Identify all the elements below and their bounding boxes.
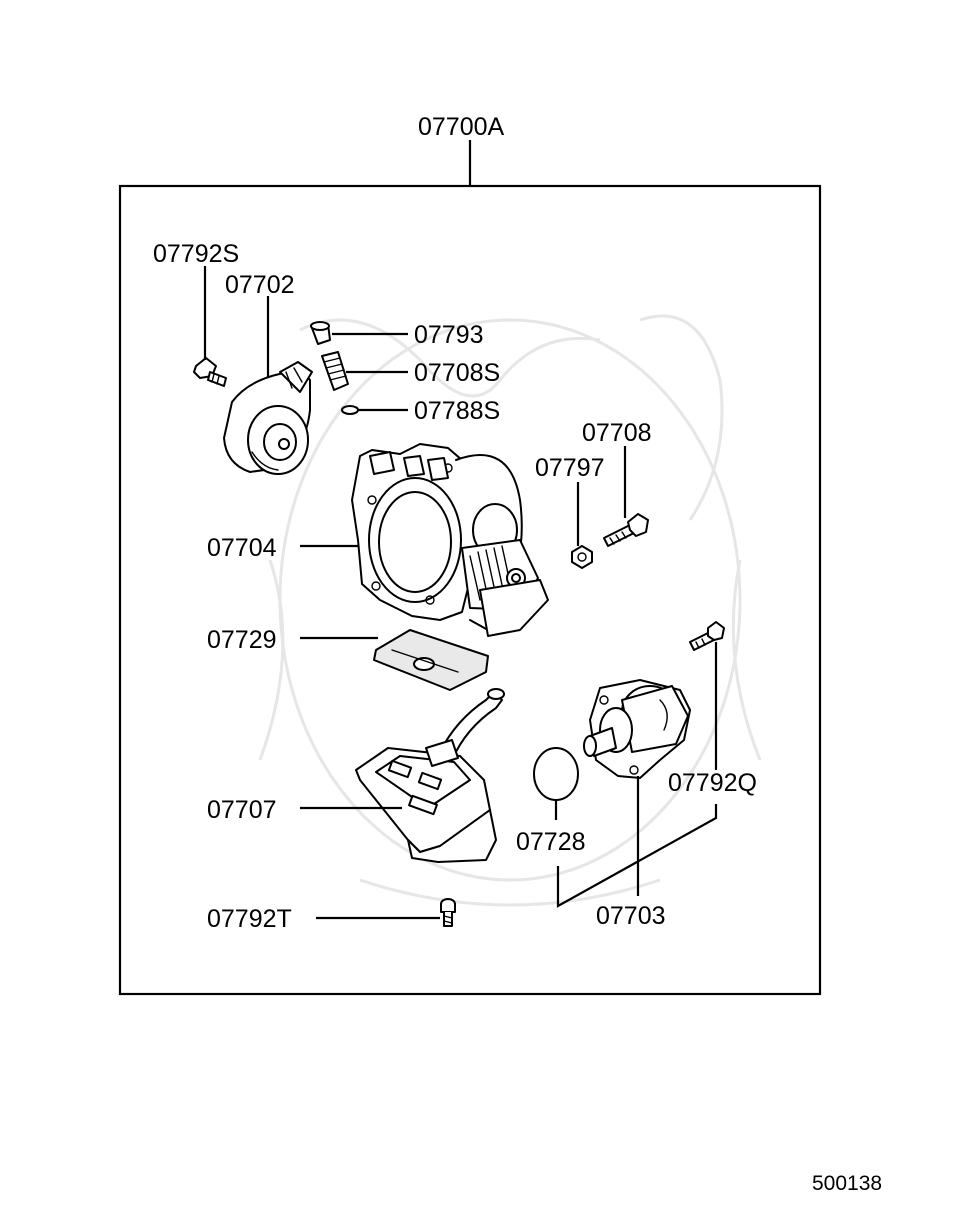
idle-control-motor-07703-drawing (583, 679, 691, 779)
part-07707-label[interactable]: 07707 (207, 796, 277, 824)
part-07792T-label[interactable]: 07792T (207, 905, 292, 933)
part-07704-label[interactable]: 07704 (207, 534, 277, 562)
part-07792Q-label[interactable]: 07792Q (668, 769, 757, 797)
throttle-body-07704-drawing (351, 443, 549, 637)
cap-07793-drawing (310, 321, 331, 345)
throttle-sensor-07702-drawing (223, 361, 313, 475)
part-07708-label[interactable]: 07708 (582, 419, 652, 447)
group-bracket (556, 804, 718, 908)
part-07728-label[interactable]: 07728 (516, 828, 586, 856)
watermark (258, 314, 762, 907)
part-07729-label[interactable]: 07729 (207, 626, 277, 654)
part-07797-label[interactable]: 07797 (535, 454, 605, 482)
oring-07728-drawing (533, 747, 579, 801)
screw-07792t-drawing (440, 898, 456, 927)
bolt-07708-drawing (603, 513, 649, 547)
diagram-code: 500138 (812, 1172, 882, 1195)
bolt-07792s-drawing (193, 357, 227, 387)
part-07792S-label[interactable]: 07792S (153, 240, 239, 268)
part-07703-label[interactable]: 07703 (596, 902, 666, 930)
screw-07792q-drawing (689, 621, 725, 651)
assembly-label[interactable]: 07700A (418, 113, 505, 141)
part-07702-label[interactable]: 07702 (225, 271, 295, 299)
part-07793-label[interactable]: 07793 (414, 321, 484, 349)
part-07788S-label[interactable]: 07788S (414, 397, 500, 425)
screw-07708s-drawing (321, 351, 349, 391)
chamber-07707-drawing (355, 688, 505, 863)
oring-07788s-drawing (341, 405, 359, 415)
nut-07797-drawing (571, 545, 593, 569)
part-07708S-label[interactable]: 07708S (414, 359, 500, 387)
gasket-07729-drawing (373, 629, 489, 691)
